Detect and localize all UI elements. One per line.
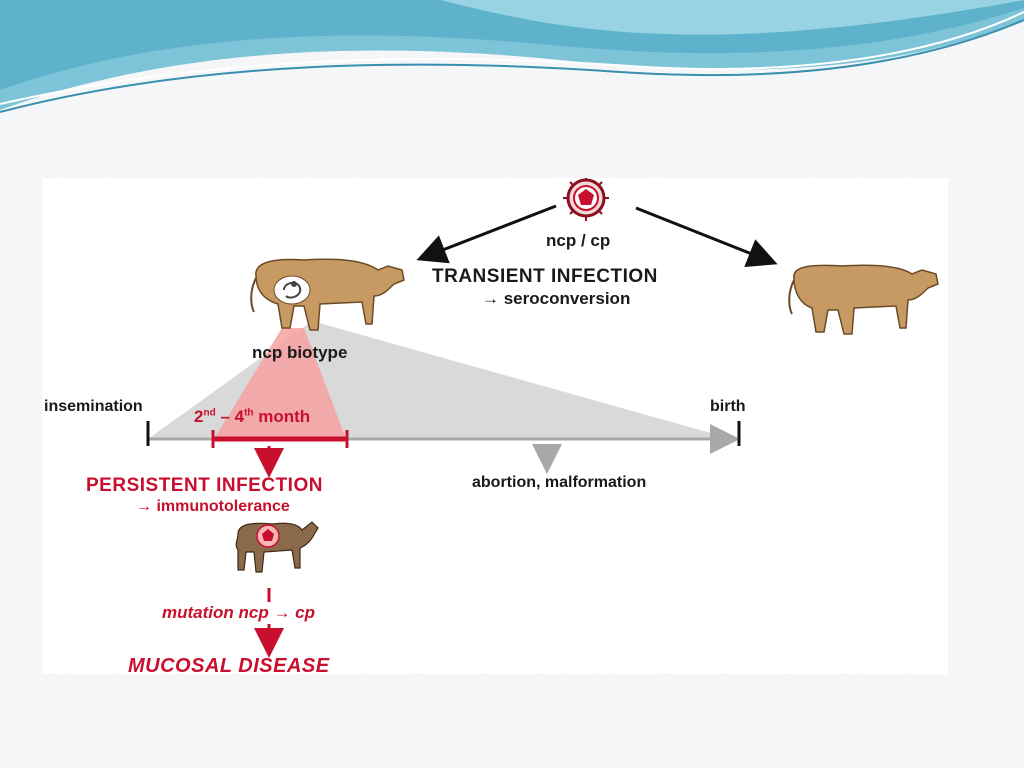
header-wave-decoration	[0, 0, 1024, 113]
virus-biotype-label: ncp / cp	[546, 231, 611, 250]
birth-label: birth	[710, 398, 746, 415]
diagram-panel: ncp / cp TRANSIENT INFECTION → seroconve…	[42, 178, 948, 677]
persistent-infection-label: PERSISTENT INFECTION	[86, 475, 323, 496]
immunotolerance-label: → immunotolerance	[136, 498, 290, 515]
mucosal-disease-label: MUCOSAL DISEASE	[128, 655, 330, 677]
virus-icon	[563, 178, 609, 221]
calf-icon	[235, 521, 319, 573]
month-range-label: 2nd – 4th month	[194, 407, 311, 426]
seroconversion-label: → seroconversion	[482, 289, 631, 308]
pregnant-cow-icon	[250, 258, 405, 331]
fetus-icon	[283, 281, 302, 299]
arrow-to-recovered-cow	[635, 206, 778, 268]
mutation-label: mutation ncp → cp	[162, 603, 315, 622]
ncp-biotype-label: ncp biotype	[252, 343, 348, 362]
abortion-label: abortion, malformation	[472, 474, 647, 491]
arrow-to-infected-cow	[416, 204, 557, 264]
transient-infection-label: TRANSIENT INFECTION	[432, 266, 658, 287]
susceptibility-cone	[214, 328, 346, 439]
cow-icon	[788, 264, 939, 335]
bvdv-infection-diagram	[146, 178, 939, 658]
insemination-label: insemination	[44, 398, 143, 415]
